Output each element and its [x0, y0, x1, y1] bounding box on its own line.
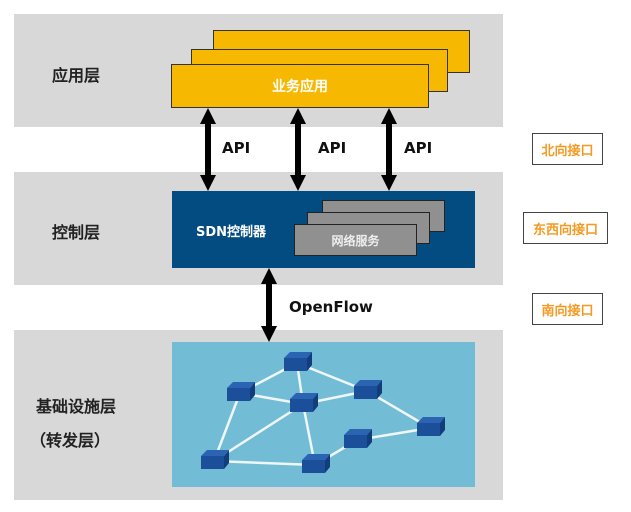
- switch-top: [417, 417, 445, 423]
- network-link: [212, 392, 242, 462]
- openflow-arrow-shaft: [266, 284, 272, 326]
- network-switch-icon: [201, 450, 229, 469]
- api-arrow-2-shaft: [295, 124, 301, 175]
- switch-top: [201, 450, 229, 456]
- openflow-arrow-head-up: [261, 268, 277, 284]
- infrastructure-layer-label: 基础设施层: [36, 397, 117, 416]
- api-arrow-1-shaft: [205, 124, 211, 175]
- northbound-interface-box: 北向接口: [532, 133, 603, 165]
- arrows-group: [200, 108, 397, 342]
- api-arrow-3-head-down: [381, 175, 397, 191]
- business-app-label: 业务应用: [272, 79, 328, 95]
- api-arrow-2-head-down: [290, 175, 306, 191]
- switch-front: [284, 358, 307, 371]
- api-label-1: API: [222, 139, 251, 157]
- application-layer-label: 应用层: [52, 66, 101, 85]
- switch-front: [354, 386, 377, 399]
- switch-front: [201, 456, 224, 469]
- business-app-card: 业务应用: [171, 64, 429, 108]
- api-label-2: API: [318, 139, 347, 157]
- network-link: [213, 459, 316, 467]
- openflow-arrow-head-down: [261, 326, 277, 342]
- forwarding-layer-label: （转发层）: [30, 431, 111, 450]
- network-links: [212, 361, 431, 467]
- openflow-arrow: [261, 268, 277, 342]
- api-arrow-1: [200, 108, 216, 191]
- api-arrow-1-head-down: [200, 175, 216, 191]
- switch-front: [302, 460, 325, 473]
- eastwest-interface-box: 东西向接口: [523, 212, 608, 244]
- api-arrow-2-head-up: [290, 108, 306, 124]
- switch-side: [377, 380, 382, 399]
- switch-front: [227, 388, 250, 401]
- switch-top: [284, 352, 312, 358]
- network-service-card: 网络服务: [294, 224, 417, 256]
- api-arrow-3-shaft: [386, 124, 392, 175]
- switch-side: [250, 382, 255, 401]
- switch-top: [227, 382, 255, 388]
- network-switch-icon: [284, 352, 312, 371]
- api-arrow-3-head-up: [381, 108, 397, 124]
- sdn-controller-label: SDN控制器: [196, 225, 267, 240]
- network-service-label: 网络服务: [331, 233, 380, 248]
- switch-top: [344, 429, 372, 435]
- control-layer-label: 控制层: [52, 223, 101, 242]
- southbound-interface-box: 南向接口: [532, 293, 603, 325]
- network-switch-icon: [227, 382, 255, 401]
- openflow-label: OpenFlow: [289, 298, 373, 316]
- switch-top: [354, 380, 382, 386]
- switch-front: [344, 435, 367, 448]
- api-label-3: API: [404, 139, 433, 157]
- switch-side: [307, 352, 312, 371]
- switch-side: [367, 429, 372, 448]
- switch-top: [302, 454, 330, 460]
- network-switch-icon: [354, 380, 382, 399]
- switch-front: [417, 423, 440, 436]
- network-switches: [201, 352, 445, 473]
- api-arrow-3: [381, 108, 397, 191]
- switch-top: [290, 393, 318, 399]
- switch-side: [313, 393, 318, 412]
- api-arrow-2: [290, 108, 306, 191]
- switch-front: [290, 399, 313, 412]
- switch-side: [325, 454, 330, 473]
- network-switch-icon: [344, 429, 372, 448]
- switch-side: [440, 417, 445, 436]
- network-switch-icon: [302, 454, 330, 473]
- api-arrow-1-head-up: [200, 108, 216, 124]
- network-switch-icon: [290, 393, 318, 412]
- switch-side: [224, 450, 229, 469]
- network-switch-icon: [417, 417, 445, 436]
